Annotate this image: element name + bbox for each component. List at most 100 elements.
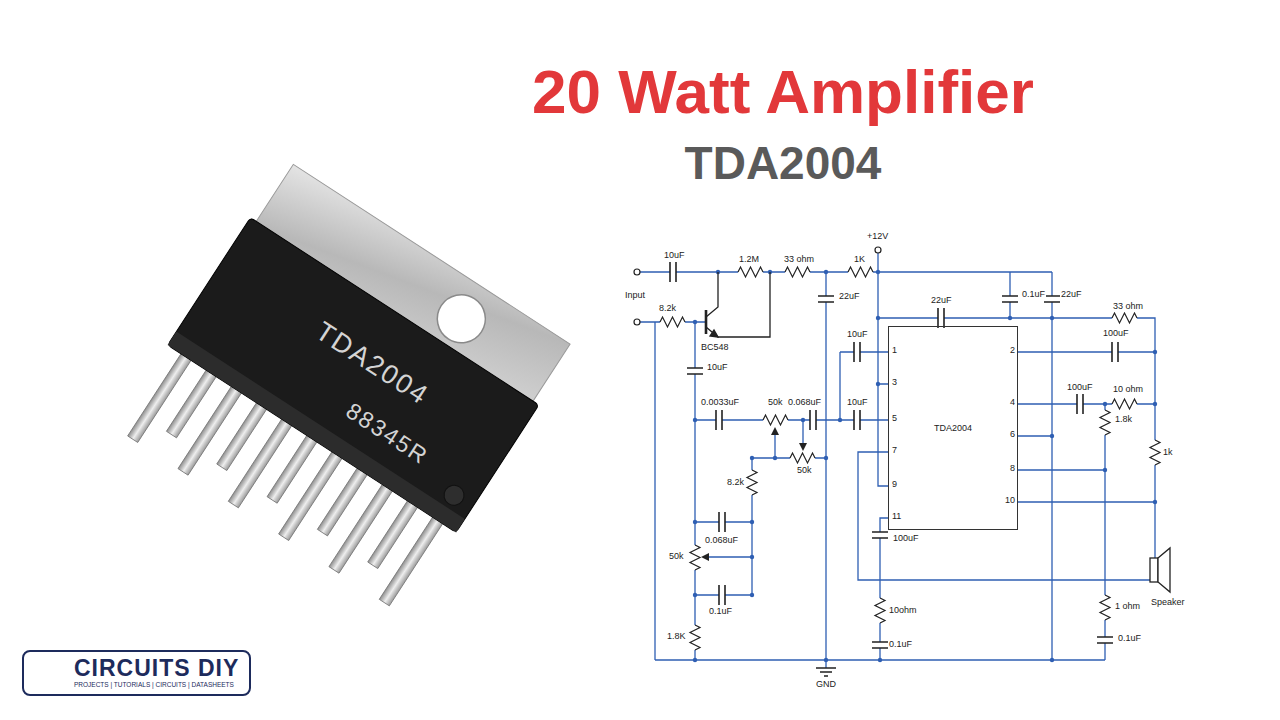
resistor-symbol (747, 470, 757, 495)
junction-dots (750, 520, 754, 524)
component-value: 0.1uF (1117, 634, 1142, 644)
resistor-symbol (1150, 440, 1160, 465)
component-value: 0.068uF (787, 398, 822, 408)
junction-dots (876, 382, 880, 386)
pin-number: 5 (892, 414, 897, 424)
junction-dots (1050, 658, 1054, 662)
component-value: 1K (853, 255, 866, 265)
node-text: TDA2004 (934, 423, 972, 433)
pin-number: 10 (1005, 496, 1015, 506)
resistor-symbol (1112, 313, 1137, 323)
component-value: 0.1uF (1021, 290, 1046, 300)
resistor-symbol (875, 598, 885, 623)
capacitor-symbol (1112, 342, 1118, 362)
component-value: 8.2k (726, 478, 745, 488)
schematic-wires (705, 458, 752, 595)
component-value: 50k (668, 552, 685, 562)
capacitor-symbol (716, 410, 722, 430)
component-value: 1.8K (666, 632, 687, 642)
pin-number: 2 (1010, 346, 1015, 356)
schematic-wires (1052, 318, 1155, 558)
junction-dots (693, 658, 697, 662)
component-value: 33 ohm (783, 255, 815, 265)
resistor-symbol (1112, 399, 1137, 409)
component-value: 10uF (663, 251, 686, 261)
resistor-symbol (690, 625, 700, 650)
capacitor-symbol (719, 585, 725, 605)
junction-dots (1103, 468, 1107, 472)
schematic-wires (880, 518, 888, 660)
resistor-symbol (1100, 595, 1110, 620)
component-value: 22uF (1060, 290, 1083, 300)
subtitle: TDA2004 (685, 138, 882, 189)
component-value: 0.0033uF (700, 398, 740, 408)
capacitor-symbol (670, 262, 1118, 648)
schematic-wires (1104, 404, 1105, 660)
pot-wiper (701, 427, 807, 561)
pot-wiper (701, 553, 709, 561)
pin-number: 4 (1010, 398, 1015, 408)
component-value: 10ohm (888, 606, 918, 616)
resistor-symbol (660, 317, 685, 327)
component-value: 0.1uF (888, 640, 913, 650)
component-value: 50k (796, 466, 813, 476)
capacitor-symbol (810, 410, 816, 430)
resistor-symbol (763, 415, 788, 425)
speaker-symbol (1150, 548, 1170, 592)
junction-dots (838, 418, 842, 422)
junction-dots (824, 456, 828, 460)
transistor-symbol (706, 272, 770, 337)
speaker-symbol (1158, 548, 1170, 592)
junction-dots (750, 456, 754, 460)
capacitor-symbol (854, 410, 860, 430)
capacitor-symbol (670, 262, 676, 282)
junction-dots (801, 418, 805, 422)
logo-badge: CIRCUITS DIYPROJECTS | TUTORIALS | CIRCU… (22, 650, 251, 696)
schematic-wires (858, 452, 1150, 580)
junction-dots (750, 593, 754, 597)
component-value: 100uF (892, 534, 920, 544)
schematic-wires (694, 420, 695, 660)
junction-dots (876, 316, 880, 320)
chip-photo (114, 161, 576, 615)
chip-body (168, 218, 539, 533)
node-text: CIRCUITS DIY (74, 656, 239, 681)
transistor-symbol (705, 310, 708, 334)
input-terminals (634, 247, 881, 325)
pot-wiper (799, 443, 807, 451)
ground-symbol (816, 668, 836, 676)
component-value: 1k (1162, 448, 1174, 458)
component-value: 1.2M (738, 255, 760, 265)
schematic-wires (695, 419, 888, 420)
resistor-symbol (785, 267, 810, 277)
component-value: 1 ohm (1114, 602, 1141, 612)
component-value: 10 ohm (1112, 385, 1144, 395)
component-value: 8.2k (658, 304, 677, 314)
junction-dots (693, 270, 1157, 662)
component-value: 33 ohm (1112, 302, 1144, 312)
transistor-symbol (706, 272, 770, 337)
ic-package: TDA2004 (888, 326, 1018, 530)
junction-dots (1050, 434, 1054, 438)
junction-dots (693, 418, 697, 422)
part-name: Speaker (1150, 598, 1186, 608)
resistor-symbol (738, 267, 763, 277)
schematic-wires (752, 420, 826, 458)
junction-dots (693, 320, 697, 324)
schematic-wires (878, 272, 1052, 486)
junction-dots (878, 658, 882, 662)
pin-number: 3 (892, 378, 897, 388)
capacitor-symbol (1077, 394, 1083, 414)
pin-number: 9 (892, 480, 897, 490)
capacitor-symbol (1097, 637, 1113, 643)
junction-dots (773, 456, 777, 460)
chip-pins (379, 515, 444, 605)
component-value: 1.8k (1114, 415, 1133, 425)
pin-number: 8 (1010, 464, 1015, 474)
schematic-wires (640, 322, 706, 660)
resistor-symbol (790, 453, 815, 463)
junction-dots (1008, 316, 1012, 320)
part-name: BC548 (700, 343, 730, 353)
junction-dots (693, 520, 697, 524)
